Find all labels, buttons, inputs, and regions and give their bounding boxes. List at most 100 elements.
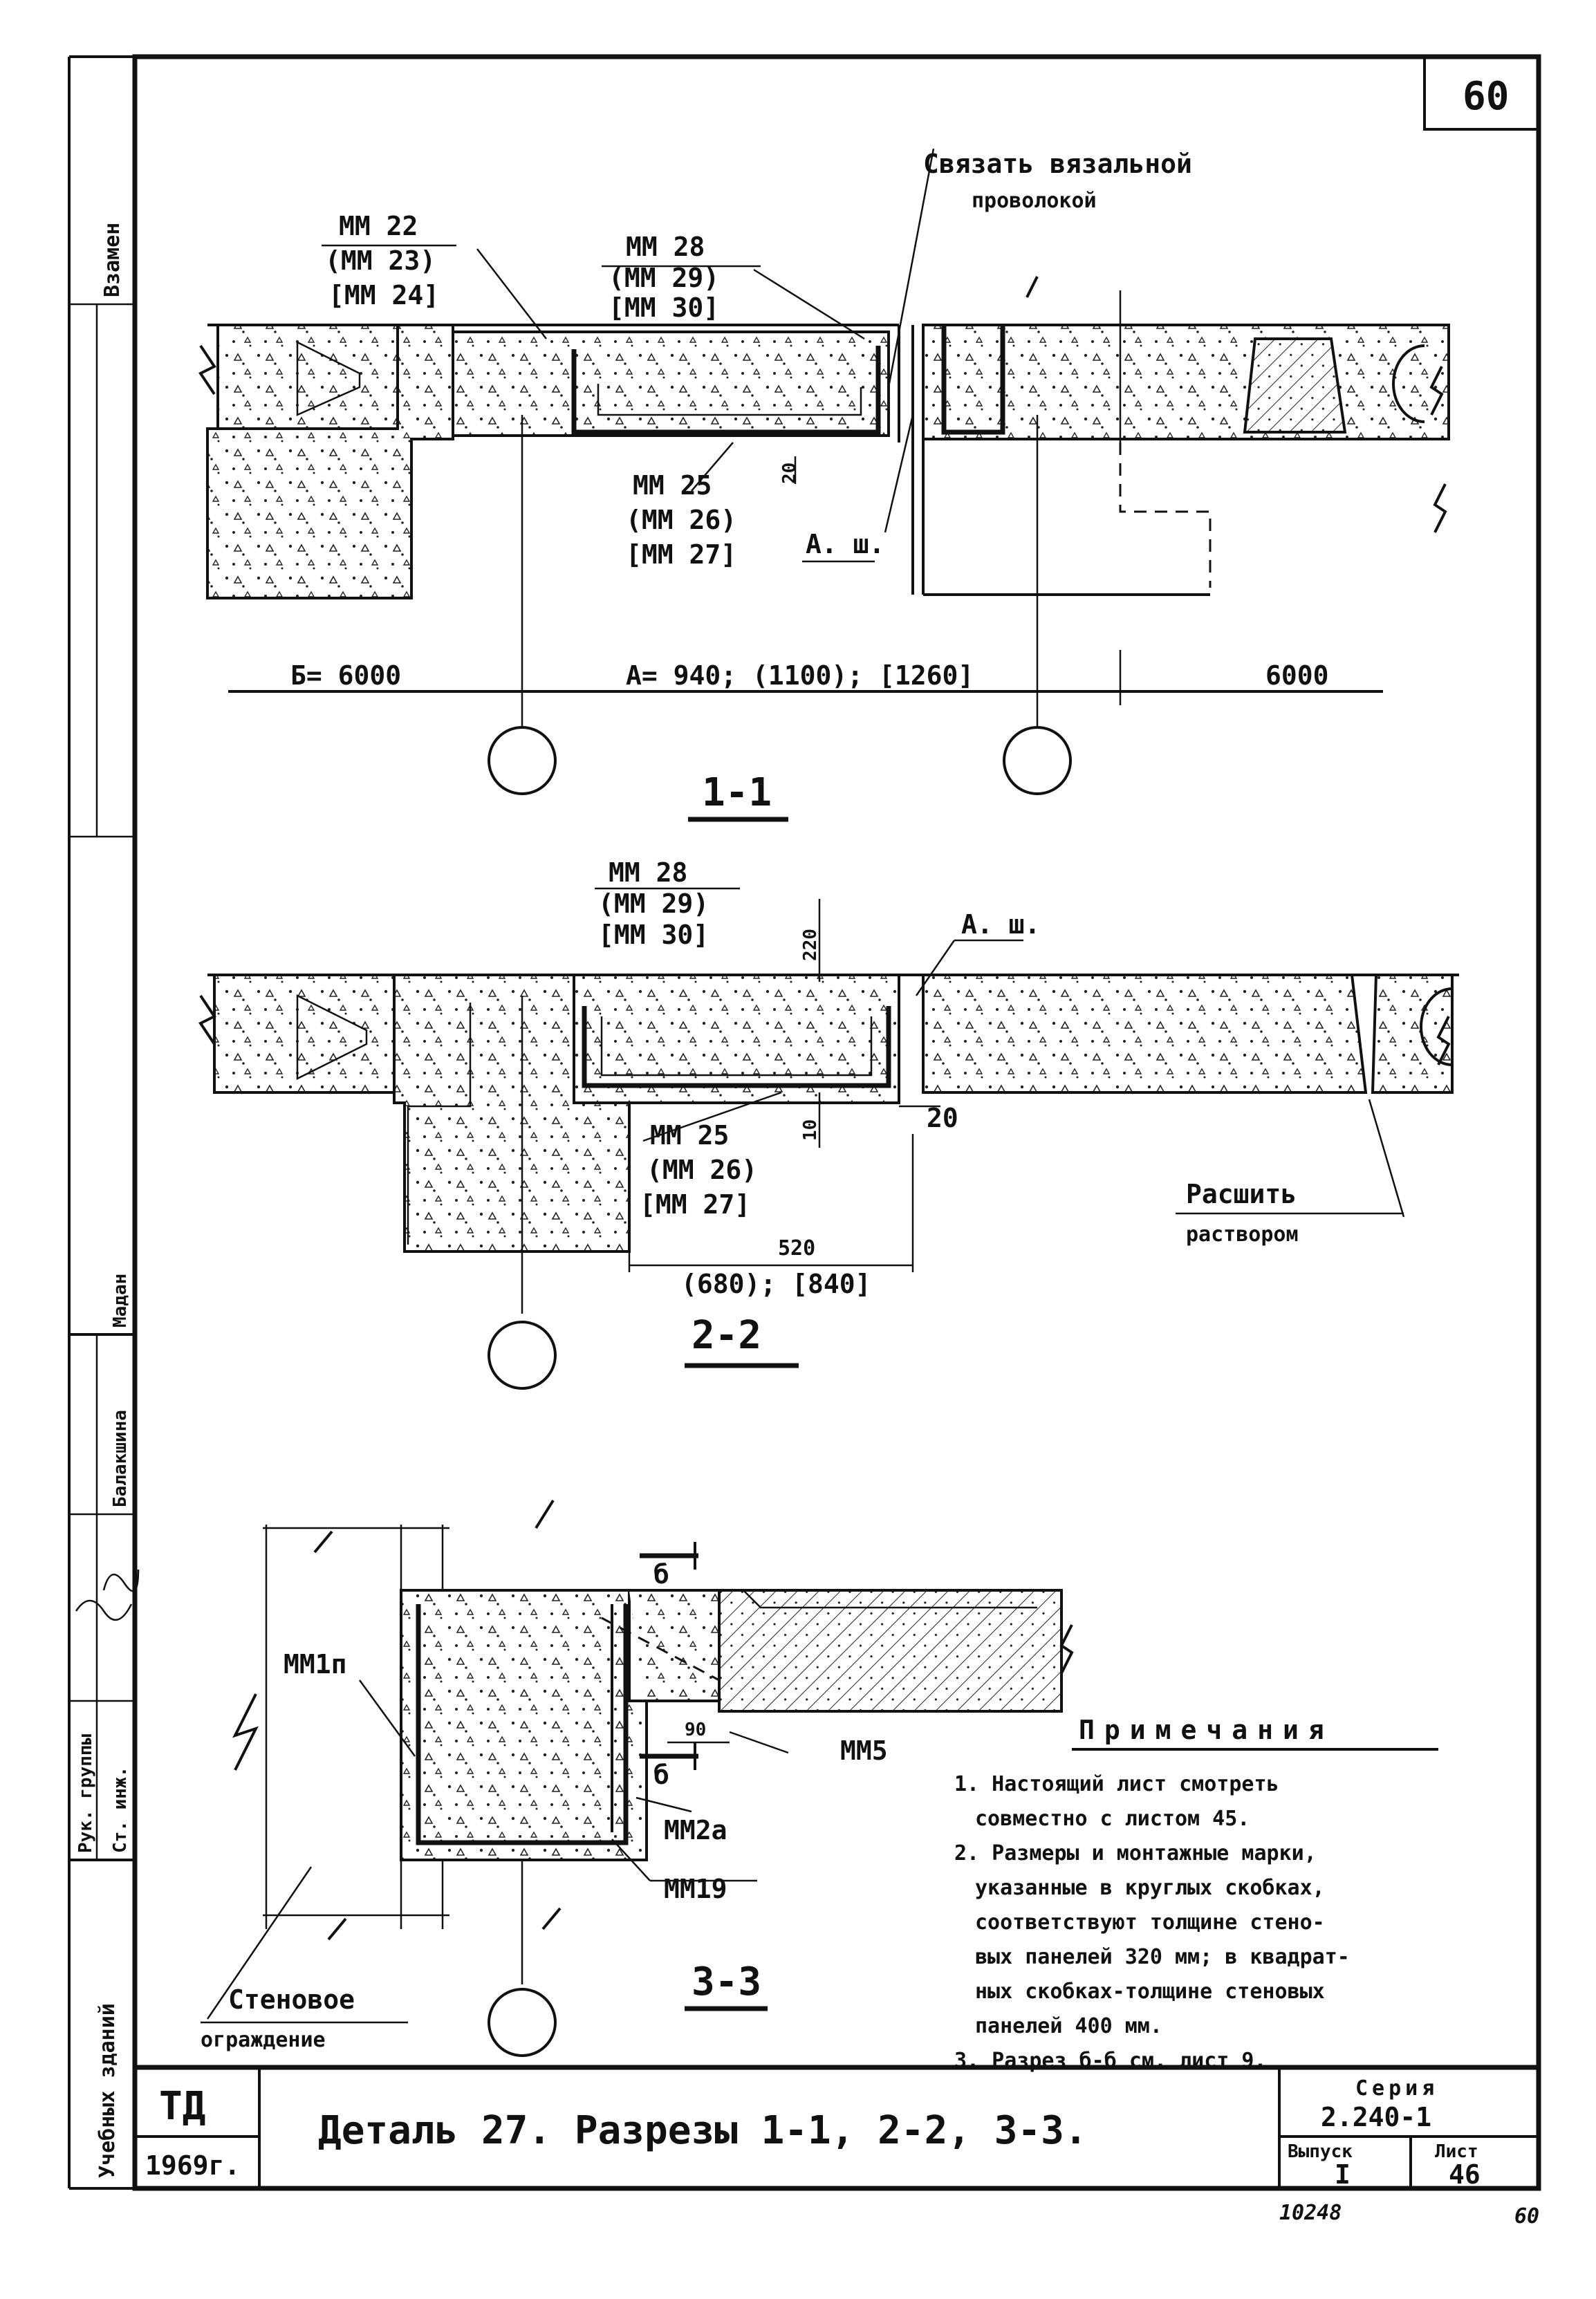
section-title-1-1: 1-1 (702, 770, 772, 815)
mark-top-2: ММ 28 (ММ 29) [ММ 30] (595, 857, 740, 950)
mark-left-1-c: [ММ 24] (328, 280, 439, 310)
mark-mm1p: ММ1п (284, 1649, 347, 1679)
hollow-slab-left-2 (213, 974, 396, 1094)
series-value: 2.240-1 (1321, 2102, 1431, 2132)
mark-mm19: ММ19 (664, 1874, 727, 1904)
section-1-1: Связать вязальной проволокой ММ 22 (ММ 2… (198, 148, 1450, 822)
label-ash-1: А. ш. (806, 529, 884, 559)
mark-bottom-2-a: ММ 25 (650, 1120, 729, 1151)
note-line-2: совместно с листом 45. (975, 1807, 1250, 1831)
series-label: Серия (1355, 2076, 1438, 2101)
note-line-5: соответствуют толщине стено- (975, 1910, 1325, 1935)
notes-heading: Примечания (1079, 1715, 1334, 1745)
sheet-number-box: 60 (1423, 55, 1540, 131)
column-section-3 (400, 1589, 648, 1861)
dim-520-2: 520 (778, 1236, 815, 1260)
title-year: 1969г. (145, 2150, 240, 2181)
hatched-slab-3 (718, 1589, 1063, 1713)
note-line-1: 1. Настоящий лист смотреть (954, 1772, 1279, 1796)
section-3-3: б б ММ1п ММ5 90 ММ2а ММ19 Стеновое ограж… (201, 1499, 1074, 2057)
axis-marker-2 (488, 1321, 557, 1390)
mark-top-2-b: (ММ 29) (598, 888, 709, 919)
issue-label: Выпуск (1288, 2141, 1353, 2162)
mark-bottom-2-c: [ММ 27] (640, 1189, 750, 1220)
dim-220-2: 220 (800, 929, 821, 961)
signature-1 (75, 1599, 133, 1621)
axis-marker-1a (488, 726, 557, 795)
title-block: ТД 1969г. Деталь 27. Разрезы 1-1, 2-2, 3… (132, 2065, 1541, 2191)
signature-2 (102, 1569, 140, 1592)
mark-top-1-c: [ММ 30] (609, 292, 719, 323)
mark-top-1-b: (ММ 29) (609, 263, 719, 293)
stamp-name2: Мадан (110, 1274, 131, 1328)
dim-20-2: 20 (927, 1103, 958, 1133)
rebar-frame-3 (416, 1604, 629, 1845)
note-line-4: указанные в круглых скобках, (975, 1876, 1325, 1900)
dim-10-2: 10 (800, 1119, 821, 1141)
mark-left-1-a: ММ 22 (339, 211, 418, 241)
sheet-label: Лист (1435, 2141, 1478, 2162)
mark-bottom-1-c: [ММ 27] (626, 539, 736, 570)
dim-520-alt-2: (680); [840] (681, 1269, 871, 1299)
mark-bottom-1: ММ 25 (ММ 26) [ММ 27] (626, 470, 736, 570)
wall-panel-1 (452, 331, 890, 437)
mark-mm2a: ММ2а (664, 1815, 727, 1845)
sheet-value: 46 (1449, 2159, 1481, 2190)
mark-top-2-c: [ММ 30] (598, 920, 709, 950)
section-2-2: ММ 28 (ММ 29) [ММ 30] 220 А. ш. ММ 25 (М… (198, 857, 1459, 1390)
dim-a-1: А= 940; (1100); [1260] (626, 660, 974, 691)
dim-b-1: Б= 6000 (290, 660, 401, 691)
label-ash-2: А. ш. (961, 909, 1040, 940)
mark-left-1: ММ 22 (ММ 23) [ММ 24] (322, 211, 456, 310)
issue-value: I (1335, 2159, 1351, 2190)
callout-wire-line2: проволокой (972, 189, 1097, 213)
sheet-number-top: 60 (1463, 74, 1509, 119)
slab-void-right-2 (1420, 987, 1453, 1066)
wall-label-line1: Стеновое (228, 1984, 355, 2015)
mark-top-1-a: ММ 28 (626, 232, 705, 262)
callout-mortar-2: Расшить раствором (1176, 1179, 1404, 1247)
mark-left-1-b: (ММ 23) (325, 245, 436, 276)
mark-bottom-1-a: ММ 25 (633, 470, 712, 501)
wall-panel-2 (573, 974, 900, 1104)
dim-right-1: 6000 (1265, 660, 1329, 691)
stamp-ruk-gruppy: Рук. группы (75, 1733, 96, 1853)
wall-label-3: Стеновое ограждение (201, 1984, 408, 2052)
callout-wire-line1: Связать вязальной (923, 149, 1192, 179)
rebar-loop-1 (571, 346, 881, 435)
mark-bottom-2: ММ 25 (ММ 26) [ММ 27] (640, 1120, 757, 1220)
note-line-3: 2. Размеры и монтажные марки, (954, 1841, 1317, 1865)
wall-label-line2: ограждение (201, 2028, 326, 2052)
stamp-name1: Балакшина (110, 1410, 131, 1507)
slab-void (296, 340, 361, 416)
inventory-number: 10248 (1279, 2201, 1342, 2225)
cut-label-top: б (653, 1559, 669, 1590)
stamp-vzamen: Взамен (100, 223, 124, 297)
stamp-org: Учебных зданий (95, 2003, 120, 2178)
axis-marker-3 (488, 1988, 557, 2057)
callout-mortar-line1: Расшить (1186, 1179, 1297, 1209)
slab-right-2 (922, 974, 1368, 1094)
mark-bottom-2-b: (ММ 26) (647, 1155, 757, 1185)
hatched-insert-1 (1243, 337, 1347, 434)
section-title-2-2: 2-2 (692, 1313, 761, 1358)
cut-label-bottom: б (653, 1760, 669, 1790)
mark-mm5: ММ5 (840, 1735, 888, 1766)
note-line-8: панелей 400 мм. (975, 2014, 1162, 2038)
dim-20-1: 20 (779, 463, 800, 484)
slab-void-right (1392, 344, 1425, 423)
mark-top-1: ММ 28 (ММ 29) [ММ 30] (602, 232, 761, 323)
drawing-title: Деталь 27. Разрезы 1-1, 2-2, 3-3. (318, 2108, 1088, 2153)
side-stamp: Взамен Балакшина Мадан Рук. группы Ст. и… (75, 223, 140, 2178)
mark-bottom-1-b: (ММ 26) (626, 505, 736, 535)
title-org: ТД (159, 2084, 205, 2129)
section-title-3-3: 3-3 (692, 1960, 761, 2004)
slab-right-1 (922, 324, 1450, 440)
callout-wire-1: Связать вязальной проволокой (923, 149, 1192, 213)
mark-top-2-a: ММ 28 (609, 857, 687, 888)
note-line-6: вых панелей 320 мм; в квадрат- (975, 1945, 1350, 1969)
stamp-st-inzh: Ст. инж. (110, 1767, 131, 1853)
page-number: 60 (1514, 2204, 1539, 2228)
axis-marker-1b (1003, 726, 1072, 795)
